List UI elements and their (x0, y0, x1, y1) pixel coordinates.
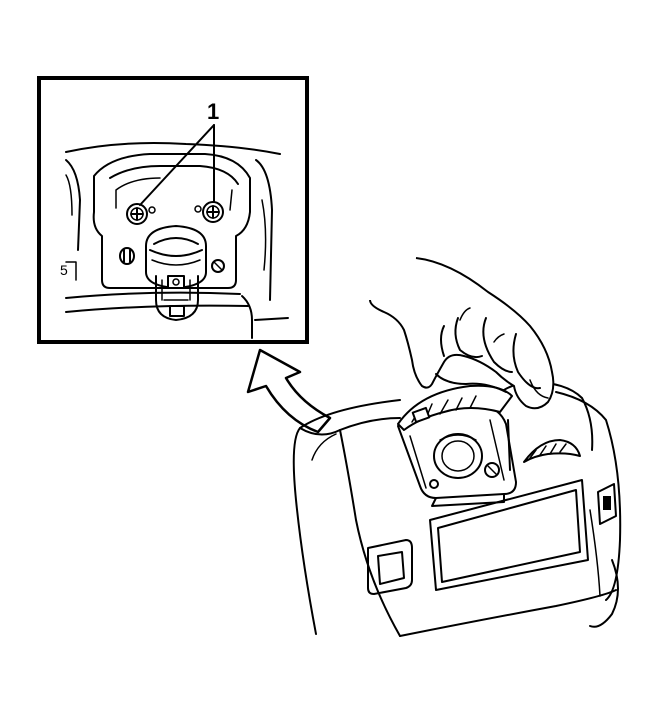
callout-1: 1 (139, 99, 219, 206)
leader-line-left (139, 124, 215, 206)
left-button-icon (367, 539, 413, 595)
clip-left-icon (119, 247, 135, 265)
screw-right-icon (202, 201, 224, 223)
svg-text:5: 5 (60, 262, 68, 278)
detail-inset: 5 (37, 76, 309, 344)
vent-slot (523, 439, 581, 463)
switch-recess (397, 403, 517, 507)
clip-right-icon (211, 259, 225, 273)
trim-plate (397, 384, 513, 431)
side-switch-icon (597, 483, 617, 525)
detail-inset-frame (37, 76, 309, 344)
detail-panel-drawing: 5 (60, 142, 289, 339)
callout-number: 1 (207, 99, 219, 124)
headlamp-switch-knob (433, 433, 483, 479)
switch-cylinder (145, 225, 207, 321)
screw-left-icon (126, 203, 148, 225)
display-window (429, 479, 589, 591)
technician-hand (369, 257, 555, 410)
direction-arrow (246, 348, 332, 434)
console-assembly (292, 381, 622, 637)
